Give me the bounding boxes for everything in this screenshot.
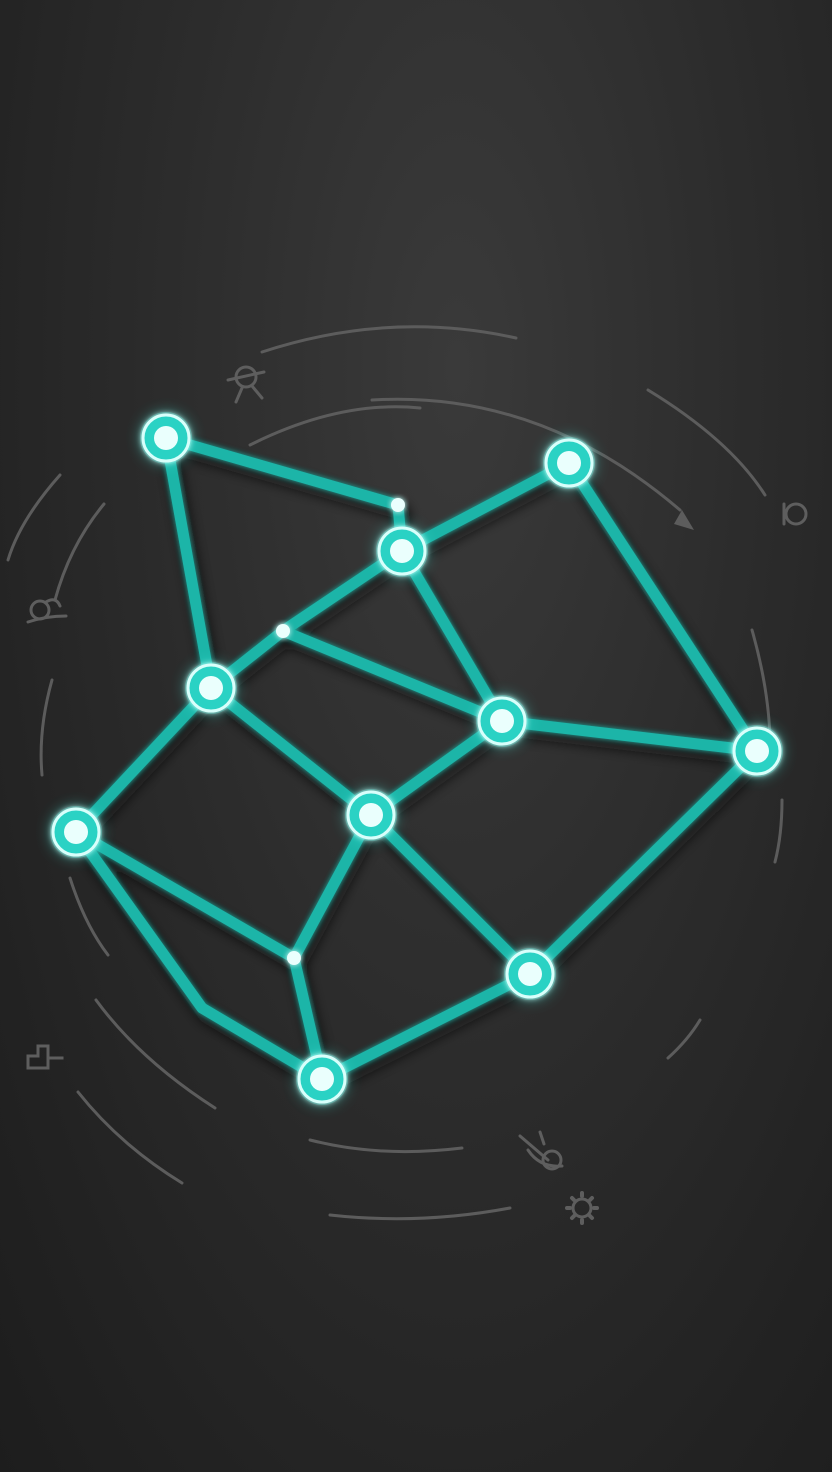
edge-shadow (73, 689, 222, 847)
graph-node[interactable] (140, 412, 192, 464)
node-core (64, 820, 88, 844)
junction-point[interactable] (287, 951, 301, 965)
node-core (557, 451, 581, 475)
edges (70, 432, 763, 1085)
sprout-icon (26, 598, 68, 624)
graph-node[interactable] (504, 948, 556, 1000)
orbit-arc (370, 397, 682, 512)
graph-node[interactable] (185, 662, 237, 714)
edge-shadow (280, 632, 513, 736)
broom-icon (518, 1130, 564, 1171)
node-core (390, 539, 414, 563)
graph-node[interactable] (476, 695, 528, 747)
orbit-arc (6, 473, 62, 562)
edge-shadow (163, 439, 409, 520)
arrow-head (674, 510, 694, 530)
node-core (745, 739, 769, 763)
node-core (359, 803, 383, 827)
node-core (199, 676, 223, 700)
orbit-arc (646, 388, 767, 497)
edge-link (160, 432, 404, 511)
nodes (50, 412, 783, 1105)
edge-link (277, 625, 508, 727)
node-core (518, 962, 542, 986)
graph-node[interactable] (50, 806, 102, 858)
graph-node[interactable] (376, 525, 428, 577)
edge-link (70, 826, 300, 964)
edge-link (205, 682, 377, 821)
edge-shadow (291, 816, 382, 973)
edge-link (288, 809, 377, 964)
node-core (154, 426, 178, 450)
step-block-icon (26, 1044, 64, 1070)
orbit-arc (53, 502, 106, 602)
orbit-arc (328, 1206, 512, 1221)
edge-shadow (499, 722, 768, 766)
edge-shadow (527, 752, 768, 989)
swirl-icon (782, 502, 808, 526)
junction-point[interactable] (276, 624, 290, 638)
edge-link (365, 809, 536, 980)
edge-link (316, 968, 536, 1085)
edge-link (563, 457, 763, 757)
edge-link (396, 545, 508, 727)
junctions (276, 498, 405, 965)
orbit-arc (666, 1018, 702, 1060)
orbit-arc (39, 678, 54, 777)
graph-node[interactable] (731, 725, 783, 777)
ufo-icon (226, 365, 266, 404)
node-core (490, 709, 514, 733)
edge-shadow (368, 722, 513, 830)
edge-link (160, 432, 217, 694)
gear-icon (565, 1191, 599, 1225)
orbit-arc (773, 798, 784, 864)
edge-link (70, 682, 217, 838)
graph-node[interactable] (543, 437, 595, 489)
edge-link (496, 715, 763, 757)
orbit-arc (248, 405, 422, 447)
graph-node[interactable] (345, 789, 397, 841)
orbit-arc (94, 998, 217, 1110)
orbit-arc (308, 1138, 464, 1154)
graph-node[interactable] (296, 1053, 348, 1105)
edge-link (524, 745, 763, 980)
orbit-arcs (6, 325, 784, 1221)
edge-shadow (319, 975, 541, 1094)
edge-link (70, 826, 328, 1085)
junction-point[interactable] (391, 498, 405, 512)
edge-link (365, 715, 508, 821)
orbit-arc (260, 325, 518, 354)
orbit-arc (76, 1090, 184, 1185)
node-core (310, 1067, 334, 1091)
edge-link (396, 457, 575, 557)
orbit-arc (68, 876, 110, 957)
edge-shadow (399, 464, 580, 566)
edge-shadow (280, 552, 413, 646)
